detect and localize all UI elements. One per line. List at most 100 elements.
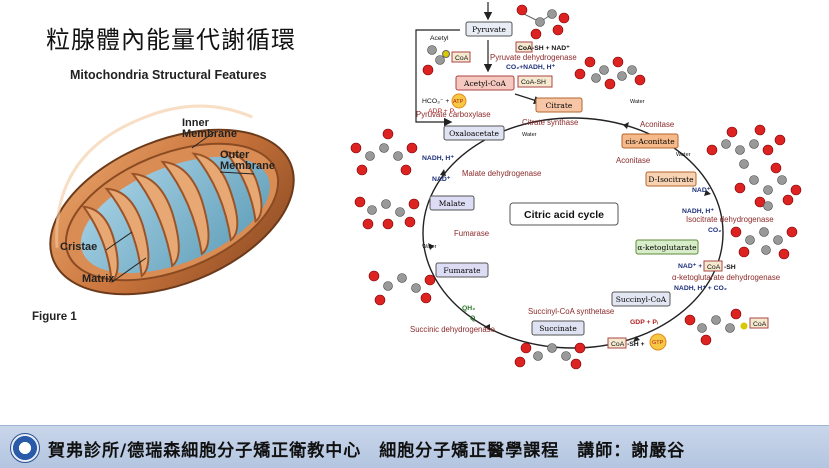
citrate-box	[535, 97, 583, 113]
gdp-pi-label: GDP + Pᵢ	[630, 319, 658, 326]
coa-tag-4	[749, 317, 769, 329]
adp-pi-label: ADP + Pᵢ	[428, 108, 455, 115]
mitochondria-illustration	[49, 104, 295, 296]
cycle-ring	[422, 117, 724, 349]
nad-label-1: NAD⁺	[432, 176, 451, 183]
footer-banner: 賀弗診所/德瑞森細胞分子矯正衛教中心 細胞分子矯正醫學課程 講師：謝嚴谷	[0, 425, 829, 468]
citric-acid-cycle-diagram: Pyruvate Acetyl-CoA Citrate cis-Aconitat…	[350, 2, 802, 370]
atp-burst-icon	[451, 93, 467, 109]
d-isocitrate-label: D-Isocitrate	[648, 175, 694, 184]
molecule-acetyl	[422, 45, 450, 76]
d-isocitrate-box	[645, 171, 697, 187]
molecule-malate	[354, 196, 420, 230]
coa-tag-label: CoA	[455, 55, 469, 62]
pyruvate-box	[465, 21, 513, 37]
crista-3	[130, 172, 180, 268]
succinyl-coa-label: Succinyl-CoA	[616, 295, 667, 304]
coa-sh-nad-label: CoA-SH + NAD⁺	[518, 45, 570, 52]
cycle-center-label: Citric acid cycle	[524, 209, 604, 221]
molecule-succinate	[514, 342, 586, 370]
coa-tag-3	[607, 337, 627, 349]
citrate-label: Citrate	[546, 101, 573, 110]
water-label-2: Water	[522, 132, 537, 138]
footer-text: 賀弗診所/德瑞森細胞分子矯正衛教中心 細胞分子矯正醫學課程 講師：謝嚴谷	[48, 441, 686, 461]
outer-membrane-label: Outer Membrane	[220, 149, 276, 172]
crista-5	[191, 152, 239, 242]
co2-nadh-label: CO₂+NADH, H⁺	[506, 64, 556, 71]
coa-sh-label: CoA-SH	[521, 79, 546, 86]
sh-plus-label: -SH +	[627, 341, 645, 348]
alpha-ketoglutarate-label: α-ketoglutarate	[637, 243, 697, 252]
slide-title: 粒腺體內能量代謝循環	[46, 26, 296, 54]
enzyme-citrate-synthase: Citrate synthase	[522, 118, 578, 127]
enzyme-pyruvate-dh: Pyruvate dehydrogenase	[490, 53, 577, 62]
coa-tag-3-label: CoA	[611, 341, 625, 348]
atp-label: ATP	[453, 99, 464, 105]
cis-aconitate-box	[621, 133, 679, 149]
ring-arrow	[704, 190, 711, 196]
enzyme-aconitase-1: Aconitase	[640, 120, 674, 129]
enzyme-akg-dh: α-ketoglutarate dehydrogenase	[672, 273, 780, 282]
clinic-logo-icon	[10, 433, 40, 463]
mitochondria-panel: Mitochondria Structural Features	[32, 68, 312, 338]
ring-arrow	[484, 324, 490, 330]
inner-membrane-label: Inner Membrane	[182, 117, 238, 140]
alpha-ketoglutarate-box	[635, 239, 699, 255]
molecule-cis-aconitate	[706, 124, 786, 169]
oxaloacetate-label: Oxaloacetate	[449, 129, 499, 138]
pyruvate-label: Pyruvate	[472, 25, 506, 34]
nadh-h-label-2: NADH, H⁺	[682, 208, 714, 215]
acetyl-label: Acetyl	[430, 35, 449, 42]
qh2-label: QH₂	[462, 305, 475, 312]
gtp-burst-icon	[649, 333, 667, 351]
cristae-label: Cristae	[60, 241, 98, 253]
crista-2	[104, 187, 150, 278]
enzyme-malate-dh: Malate dehydrogenase	[462, 169, 541, 178]
crista-4	[160, 160, 210, 256]
co2-label: CO₂	[708, 227, 721, 234]
coa-tag-2-label: CoA	[707, 264, 721, 271]
ring-arrow	[440, 169, 446, 176]
molecule-pyruvate	[516, 4, 570, 40]
molecule-fumarate	[368, 270, 436, 306]
enzyme-pyruvate-carboxylase: Pyruvate carboxylase	[416, 110, 491, 119]
molecule-isocitrate	[734, 162, 802, 211]
cycle-center-box	[509, 202, 619, 226]
nadh-h-label-1: NADH, H⁺	[422, 155, 454, 162]
cis-aconitate-label: cis-Aconitate	[625, 137, 675, 146]
enzyme-fumarase: Fumarase	[454, 229, 489, 238]
water-label-4: Water	[422, 244, 437, 250]
coa-sh-tag-2	[517, 75, 553, 88]
acetyl-coa-label: Acetyl-CoA	[463, 79, 506, 88]
coa-sh-tag-1	[515, 41, 533, 53]
fumarate-box	[435, 262, 489, 278]
enzyme-aconitase-2: Aconitase	[616, 156, 650, 165]
malate-label: Malate	[439, 199, 466, 208]
malate-box	[429, 195, 475, 211]
ring-arrow	[428, 243, 434, 250]
succinyl-coa-box	[611, 291, 671, 307]
fumarate-label: Fumarate	[443, 266, 481, 275]
nad-coa-sh-label: NAD⁺ +	[678, 263, 702, 270]
coa-tag	[451, 51, 471, 63]
sh-label: -SH	[724, 264, 736, 271]
hco3-label: HCO₃⁻ +	[422, 98, 449, 105]
ring-arrow	[633, 336, 640, 342]
mitochondria-heading: Mitochondria Structural Features	[70, 68, 267, 82]
water-label-3: Water	[676, 152, 691, 158]
coa-tag-2	[703, 260, 723, 272]
crista-6	[222, 150, 263, 224]
ring-arrow	[623, 122, 629, 129]
q-label: Q	[470, 315, 475, 322]
water-label-1: Water	[630, 99, 645, 105]
succinate-box	[531, 320, 585, 336]
coa-tag-4-label: CoA	[753, 321, 767, 328]
acetyl-coa-box	[455, 75, 515, 91]
matrix-label: Matrix	[82, 273, 115, 285]
molecule-citrate	[574, 56, 646, 90]
molecule-succinyl-coa	[684, 308, 748, 346]
figure-caption: Figure 1	[32, 311, 77, 323]
enzyme-succinic-dh: Succinic dehydrogenase	[410, 325, 495, 334]
molecule-alpha-kg	[730, 226, 798, 260]
nadh-co2-label: NADH, H⁺ + CO₂	[674, 285, 727, 292]
